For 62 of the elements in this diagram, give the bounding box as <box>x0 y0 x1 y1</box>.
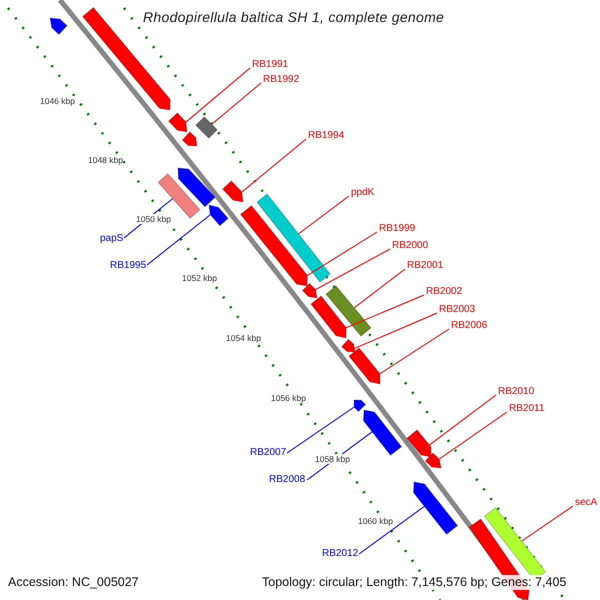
gene-block <box>195 116 218 139</box>
gene-feature <box>406 429 432 458</box>
gene-label: RB1994 <box>308 130 344 142</box>
position-label: 1052 kbp <box>182 273 217 283</box>
gene-feature <box>363 410 402 456</box>
gene-feature <box>182 131 198 146</box>
gene-feature <box>50 18 68 35</box>
leader-line <box>185 68 250 123</box>
gene-feature <box>240 205 308 286</box>
position-label: 1048 kbp <box>88 155 123 165</box>
gene-label: RB1995 <box>110 260 146 272</box>
gene-feature <box>310 295 347 338</box>
leader-line <box>286 406 355 454</box>
position-label: 1050 kbp <box>136 214 171 224</box>
leader-line <box>241 138 306 193</box>
position-label: 1054 kbp <box>226 333 261 343</box>
gene-feature <box>208 204 229 226</box>
gene-feature <box>348 347 380 384</box>
gene-label: RB2000 <box>392 240 428 252</box>
gene-block <box>256 193 331 283</box>
gene-label: ppdK <box>351 187 374 199</box>
gene-feature <box>168 112 188 132</box>
leader-line <box>306 232 378 276</box>
leader-line <box>438 412 508 460</box>
gene-label: RB2003 <box>439 304 476 316</box>
leader-line <box>211 82 262 125</box>
position-label: 1060 kbp <box>358 516 393 526</box>
leader-line <box>380 328 450 374</box>
gene-label: secA <box>575 497 598 509</box>
gene-feature <box>222 180 244 202</box>
gene-label: RB2001 <box>407 260 444 272</box>
leader-line <box>298 196 350 234</box>
gene-feature <box>178 168 216 208</box>
leader-line <box>521 506 574 542</box>
position-label: 1056 kbp <box>271 393 306 403</box>
gene-label: RB1992 <box>263 74 300 86</box>
gene-label: RB2010 <box>498 386 534 398</box>
position-label: 1046 kbp <box>40 96 75 106</box>
genome-info-text: Topology: circular; Length: 7,145,576 bp; Genes: 7,405 <box>262 575 566 590</box>
leader-line <box>354 312 438 349</box>
gene-label: RB1991 <box>252 59 288 71</box>
leader-line <box>358 506 425 554</box>
leader-line <box>146 214 211 266</box>
gene-label: RB2006 <box>451 320 488 332</box>
position-label: 1058 kbp <box>315 454 350 464</box>
gene-label: RB2002 <box>426 286 462 298</box>
leader-line <box>346 294 424 328</box>
diagram-title: Rhodopirellula baltica SH 1, complete genome <box>143 9 444 25</box>
leader-line <box>354 268 406 308</box>
gene-label: RB2007 <box>250 447 286 459</box>
gene-label: RB2012 <box>322 548 358 560</box>
gene-label: papS <box>100 233 124 245</box>
gene-label: RB2011 <box>509 403 544 415</box>
gene-block <box>325 285 372 337</box>
gene-feature <box>413 482 458 535</box>
gene-label: RB1999 <box>379 223 416 235</box>
gene-label: RB2008 <box>269 474 306 486</box>
leader-line <box>315 248 390 290</box>
leader-line <box>428 394 496 446</box>
genome-info-text: Accession: NC_005027 <box>8 575 139 590</box>
gene-feature <box>424 452 442 468</box>
gene-feature <box>354 400 366 412</box>
